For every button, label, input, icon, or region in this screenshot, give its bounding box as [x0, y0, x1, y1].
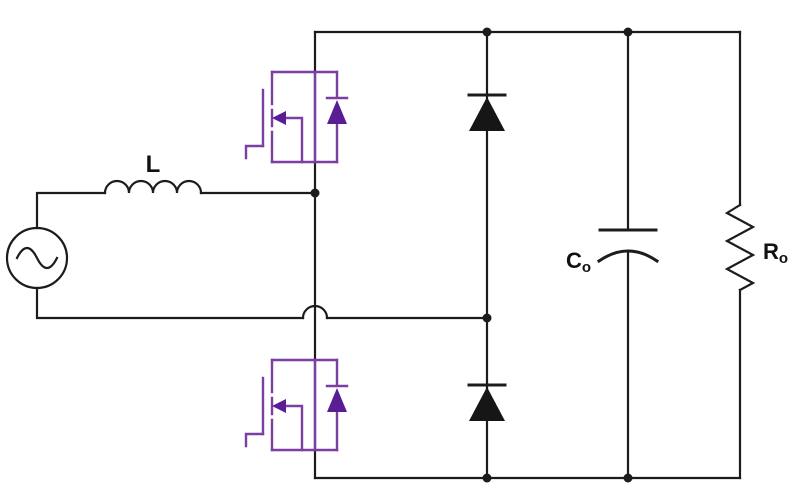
capacitor-bottom-plate — [596, 249, 660, 264]
body-diode-leads — [325, 358, 349, 452]
ac-top-lead-wire — [35, 191, 107, 230]
junction-dot — [482, 313, 492, 323]
ac-return-wire — [35, 286, 305, 320]
resistor-label: Ro — [763, 239, 788, 267]
diode-icon — [469, 97, 505, 131]
mosfet-body-lead — [274, 404, 304, 452]
mosfet-gate-lead — [244, 144, 265, 160]
body-diode-leads — [325, 70, 349, 164]
low-side-mosfet — [244, 358, 349, 452]
junction-dot — [310, 188, 320, 198]
high-side-mosfet — [244, 70, 349, 164]
body-diode-icon — [327, 100, 347, 124]
junction-dot — [623, 473, 633, 483]
rectifier-diode-top — [467, 93, 507, 131]
mosfet-body-arrow-icon — [272, 111, 286, 125]
resistor-zigzag-icon — [724, 203, 756, 292]
ac-source-circle — [5, 226, 69, 290]
sine-wave-icon — [15, 246, 59, 270]
load-resistor: Ro — [724, 203, 788, 292]
wiring — [35, 30, 742, 480]
mosfet-body-arrow-icon — [272, 399, 286, 413]
capacitor-label-symbol: C — [566, 248, 582, 273]
junction-dots — [310, 27, 633, 483]
resistor-label-symbol: R — [763, 239, 779, 264]
mosfet-body-lead — [274, 116, 304, 164]
diode-icon — [469, 387, 505, 421]
rectifier-diode-bottom — [467, 383, 507, 421]
body-diode-icon — [327, 388, 347, 412]
junction-dot — [482, 473, 492, 483]
output-capacitor: Co — [566, 228, 660, 276]
mosfet-gate-lead — [244, 432, 265, 448]
capacitor-label-subscript: o — [582, 259, 591, 276]
resistor-label-subscript: o — [779, 250, 788, 267]
junction-dot — [482, 27, 492, 37]
capacitor-label: Co — [566, 248, 591, 276]
junction-dot — [623, 27, 633, 37]
inductor-coils-icon — [103, 179, 203, 195]
ac-source — [5, 226, 69, 290]
wire-hop — [301, 304, 329, 320]
inductor-label: L — [146, 151, 161, 178]
inductor: L — [103, 151, 203, 195]
